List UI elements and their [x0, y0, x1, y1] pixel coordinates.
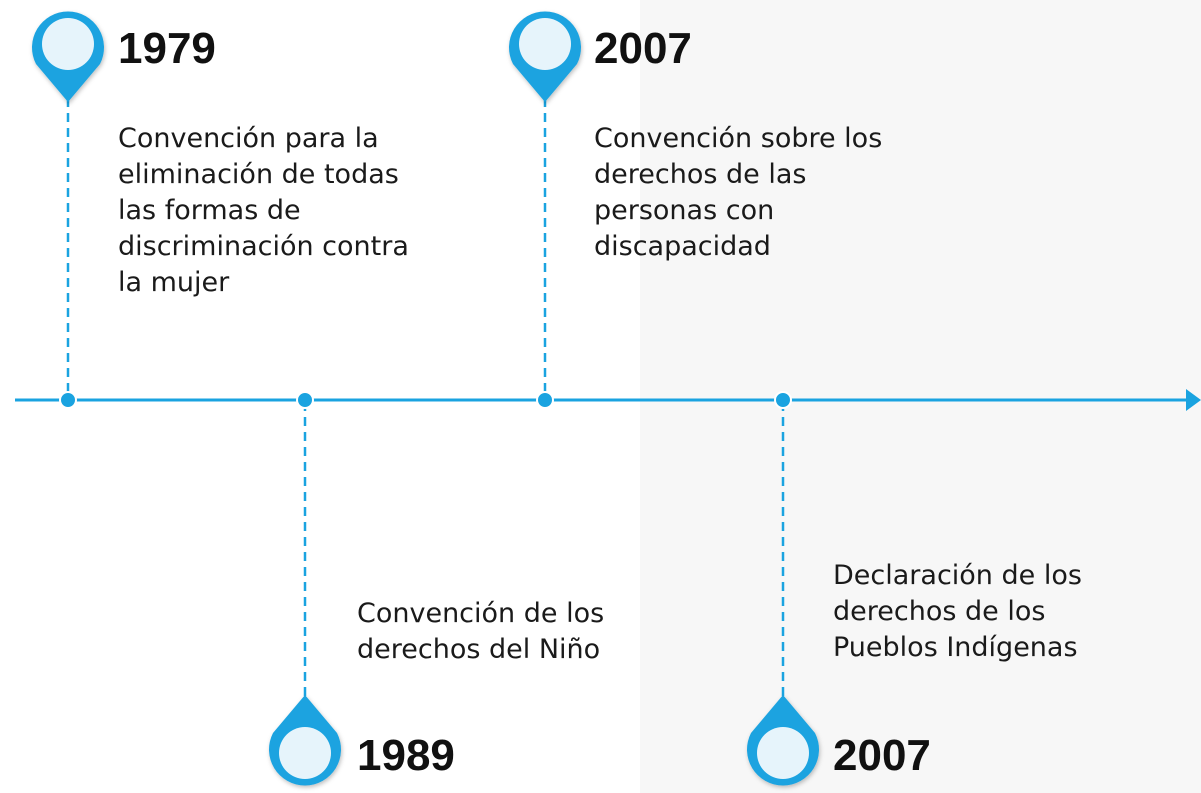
- background-panel: [640, 0, 1201, 793]
- map-pin-icon: [747, 695, 819, 786]
- description-line: discriminación contra: [118, 231, 409, 262]
- description-line: derechos del Niño: [357, 634, 601, 665]
- description-line: personas con: [594, 195, 775, 226]
- map-pin-icon: [32, 11, 105, 103]
- description-line: las formas de: [118, 195, 301, 226]
- event-year-2007-bottom: 2007: [833, 731, 931, 780]
- description-line: derechos de los: [833, 596, 1046, 627]
- event-year-1979: 1979: [118, 24, 216, 73]
- description-line: Declaración de los: [833, 560, 1082, 591]
- description-line: Convención sobre los: [594, 123, 883, 154]
- description-line: Convención para la: [118, 123, 379, 154]
- event-description-2007-top: Convención sobre los derechos de las per…: [594, 121, 882, 265]
- description-line: discapacidad: [594, 231, 771, 262]
- description-line: Convención de los: [357, 598, 605, 629]
- timeline-arrowhead: [1186, 389, 1201, 411]
- event-year-1989: 1989: [357, 731, 455, 780]
- axis-dot-1979: [59, 391, 77, 409]
- map-pin-icon: [269, 695, 341, 786]
- event-description-1979: Convención para la eliminación de todas …: [118, 121, 409, 301]
- map-pin-icon: [509, 11, 581, 103]
- axis-dot-2007-top: [536, 391, 554, 409]
- description-line: la mujer: [118, 267, 230, 298]
- event-description-1989: Convención de los derechos del Niño: [357, 596, 604, 668]
- axis-dot-2007-bottom: [774, 391, 792, 409]
- event-description-2007-bottom: Declaración de los derechos de los Puebl…: [833, 558, 1082, 666]
- axis-dot-1989: [296, 391, 314, 409]
- event-year-2007-top: 2007: [594, 24, 692, 73]
- description-line: Pueblos Indígenas: [833, 632, 1078, 663]
- description-line: eliminación de todas: [118, 159, 399, 190]
- description-line: derechos de las: [594, 159, 807, 190]
